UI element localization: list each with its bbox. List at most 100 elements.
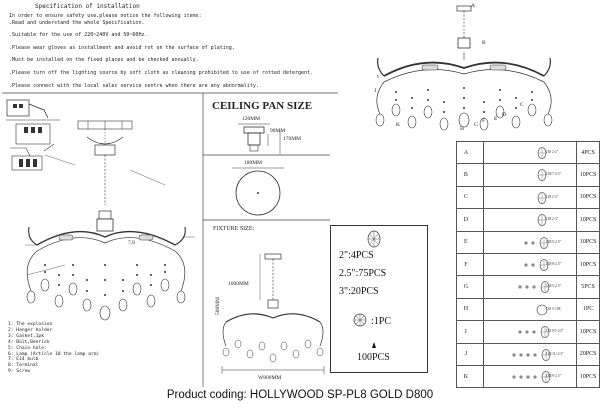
part-description: 138/9-2.5"	[545, 373, 562, 378]
part-illustration: 138/5-2.5"	[482, 230, 578, 254]
legend-item: 6: Lamp (Article 10 the lamp arm)	[8, 351, 100, 357]
quantity-3in: 3":20PCS	[339, 286, 379, 297]
fixture-width-label: W800MM	[258, 375, 282, 381]
part-illustration: 138/7-2.5"	[482, 163, 578, 187]
quantity-2-5in: 2.5":75PCS	[339, 268, 387, 279]
crystal-strand-icon	[524, 236, 549, 249]
product-code: Product coding: HOLLYWOOD SP-PL8 GOLD D8…	[166, 389, 434, 401]
part-illustration: 138 9/1-2.5"	[482, 320, 578, 344]
legend-item: 3: Gasket,1pk	[8, 333, 44, 339]
crystal-strand-icon	[537, 147, 547, 159]
part-quantity: 10PCS	[576, 364, 600, 389]
crystal-octagon-icon	[353, 313, 367, 327]
diagram-letter-b: B	[482, 40, 486, 46]
part-letter: D	[456, 208, 484, 232]
part-quantity: 10PCS	[576, 208, 600, 232]
parts-row: H 138 5-108 1PC	[456, 297, 600, 322]
bulb-callout: 7,8	[128, 240, 135, 246]
part-description: 138/11/-2.5"	[545, 351, 564, 356]
part-illustration: 138 2-3"	[482, 185, 578, 210]
part-quantity: 10PCS	[576, 185, 600, 210]
parts-row: I 138 9/1-2.5" 10PCS	[456, 320, 600, 344]
diagram-letter-i: I	[377, 74, 379, 80]
part-description: 138 9/1-2.5"	[545, 329, 564, 334]
diagram-letter-e: E	[494, 116, 498, 122]
exploded-chandelier-diagram	[25, 120, 195, 321]
part-quantity: 10PCS	[576, 230, 600, 254]
spec-line: .Suitable for the use of 220~240V and 50…	[9, 32, 148, 39]
part-description: 138 5-108	[545, 306, 561, 311]
quantity-2in: 2":4PCS	[339, 250, 374, 261]
part-illustration: 138 2-3"	[482, 208, 578, 232]
diagram-letter-j: J	[374, 88, 377, 94]
diagram-letter-f: F	[482, 118, 486, 124]
ceiling-diameter-label: 180MM	[244, 160, 263, 166]
part-description: 138 2-2"	[545, 150, 559, 154]
part-illustration: 138 5-108	[482, 297, 578, 322]
legend-item: 7: E14 bulb	[8, 357, 39, 363]
crystal-strand-icon	[536, 304, 548, 316]
legend-item: 2: Hanger holder	[8, 327, 53, 333]
part-quantity: 10PCS	[576, 252, 600, 277]
legend-item: 1: The explosion	[8, 322, 53, 327]
part-description: 138/8-2.5"	[545, 261, 562, 266]
part-description: 138 2-3"	[545, 194, 559, 199]
quantity-beads: 100PCS	[357, 352, 390, 363]
part-letter: H	[456, 297, 484, 322]
ceiling-pan-title: CEILING PAN SIZE	[212, 100, 313, 112]
parts-row: K 138/9-2.5" 10PCS	[456, 364, 600, 389]
quantity-octagon: :1PC	[371, 316, 392, 327]
spec-line: In order to ensure safety use,please not…	[9, 13, 202, 19]
diagram-letter-a: A	[471, 3, 475, 9]
part-description: 138/7-2.5"	[545, 172, 562, 177]
part-letter: E	[456, 230, 484, 254]
legend-item: 5: Chain hole:	[8, 345, 47, 351]
installation-steps-icon	[6, 99, 60, 171]
parts-row: D 138 2-3" 10PCS	[456, 208, 600, 232]
part-quantity: 5PCS	[576, 275, 600, 299]
part-quantity: 10PCS	[576, 320, 600, 344]
diagram-letter-d: D	[502, 112, 506, 118]
ceiling-height2-label: 170MM	[283, 136, 302, 142]
part-letter: J	[456, 342, 484, 366]
part-illustration: 138 2-2"	[482, 140, 578, 165]
crystal-oval-icon	[367, 230, 381, 248]
ceiling-pan-top-view	[232, 167, 284, 216]
part-letter: F	[456, 252, 484, 277]
diagram-letter-h: H	[460, 126, 464, 132]
part-letter: K	[456, 364, 484, 389]
part-quantity: 1PC	[576, 297, 600, 322]
part-letter: C	[456, 185, 484, 210]
part-illustration: 138/11/-2.5"	[482, 342, 578, 366]
legend-item: 4: Bolt,Beerick	[8, 339, 50, 345]
part-letter: A	[456, 140, 484, 165]
crystal-strand-icon	[537, 191, 547, 204]
spec-line: .Please connect with the local sales ser…	[9, 82, 259, 89]
parts-legend: 1: The explosion 2: Hanger holder 3: Gas…	[8, 322, 99, 375]
part-description: 138 2-3"	[545, 217, 559, 222]
bead-icon	[372, 342, 376, 348]
part-illustration: 138/5-2.5"	[482, 275, 578, 299]
spec-line: .Please turn off the lighting source by …	[9, 69, 314, 76]
part-letter: I	[456, 320, 484, 344]
ceiling-width-label: 120MM	[242, 116, 261, 122]
parts-row: C 138 2-3" 10PCS	[456, 185, 600, 210]
crystal-strand-icon	[518, 281, 550, 294]
spec-line: .Must be installed on the fixed places a…	[9, 57, 199, 64]
crystal-quantity-box: 2":4PCS 2.5":75PCS 3":20PCS :1PC 100PCS	[330, 225, 428, 373]
parts-row: J 138/11/-2.5" 20PCS	[456, 342, 600, 366]
part-letter: B	[456, 163, 484, 187]
crystal-strand-icon	[524, 259, 549, 271]
spec-line: .Please wear gloves as installment and a…	[9, 44, 235, 51]
fixture-height-label: 1000MM	[228, 281, 249, 287]
legend-item: 9: Screw	[8, 369, 31, 375]
part-quantity: 20PCS	[576, 342, 600, 366]
parts-row: F 138/8-2.5" 10PCS	[456, 252, 600, 277]
legend-item: 8: Terminal	[8, 363, 39, 369]
